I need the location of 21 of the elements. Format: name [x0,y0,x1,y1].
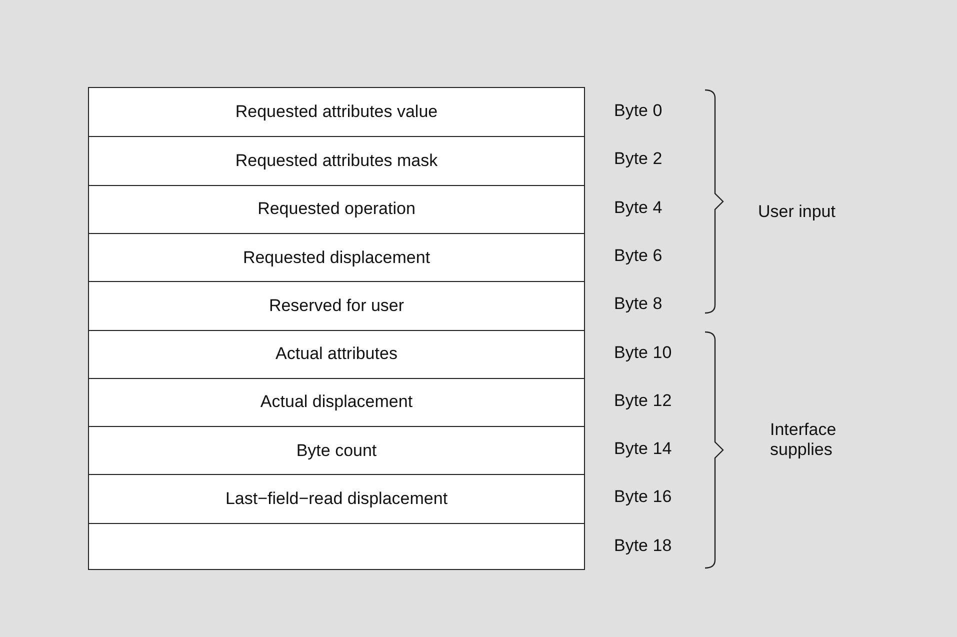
byte-offset: Byte 18 [614,536,672,556]
field-name: Actual displacement [260,392,413,412]
brace-label: Interface supplies [770,420,838,460]
byte-offset: Byte 0 [614,101,662,121]
byte-offset: Byte 4 [614,198,662,218]
byte-offset: Byte 14 [614,439,672,460]
byte-offset: Byte 12 [614,390,672,411]
byte-offset: Byte 2 [614,149,662,170]
field-name: Reserved for user [268,296,404,316]
field-name: Actual attributes [276,344,398,364]
brace-label: User input [758,202,836,222]
field-name: Requested displacement [242,248,430,268]
byte-offset: Byte 10 [614,342,672,362]
field-name: Requested attributes mask [235,150,438,171]
field-name: Requested operation [258,199,416,220]
field-name: Requested attributes value [235,102,438,122]
field-name: Byte count [296,440,377,461]
byte-offset: Byte 8 [614,294,662,314]
byte-offset: Byte 16 [614,487,672,508]
field-name: Last−field−read displacement [225,489,448,510]
byte-offset: Byte 6 [614,246,662,266]
